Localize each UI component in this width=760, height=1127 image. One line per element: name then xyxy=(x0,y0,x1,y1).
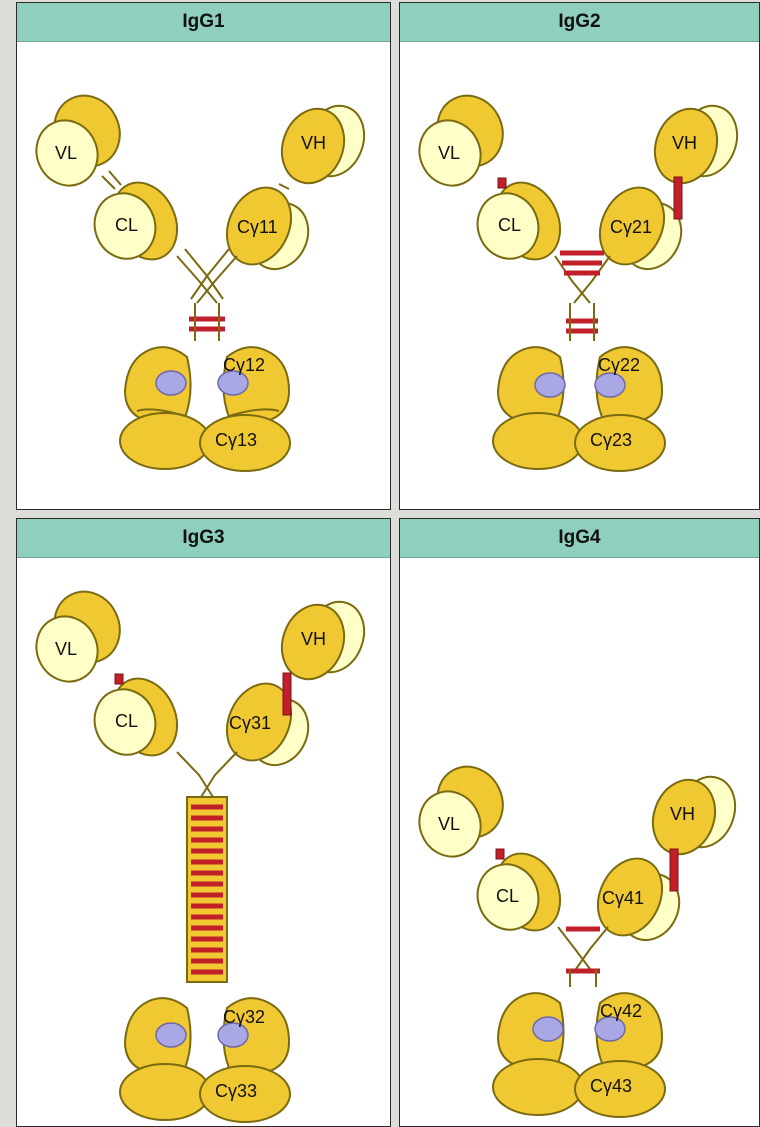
label-cl: CL xyxy=(496,886,519,906)
carbohydrate-left xyxy=(156,1023,186,1047)
hinge-region xyxy=(177,752,237,982)
ch3-domain-left xyxy=(493,413,583,469)
hinge-stalk xyxy=(187,797,227,982)
label-cl: CL xyxy=(115,215,138,235)
hinge-strand xyxy=(185,249,223,299)
label-vl: VL xyxy=(55,143,77,163)
fab-arm-left xyxy=(409,756,572,941)
ch3-domain-left xyxy=(120,413,210,469)
disulfide-bond xyxy=(674,177,682,219)
panel-title: IgG3 xyxy=(182,527,224,549)
label-ch3: Cγ43 xyxy=(590,1076,632,1096)
panel-header: IgG1 xyxy=(17,3,390,42)
label-ch2: Cγ12 xyxy=(223,355,265,375)
disulfide-bond xyxy=(496,849,504,859)
igg1-antibody-diagram: VL VH CL Cγ11 Cγ12 Cγ13 xyxy=(17,41,391,510)
fab-arm-left xyxy=(26,581,189,766)
panel-title: IgG1 xyxy=(182,11,224,33)
hinge-strand xyxy=(195,303,219,341)
igg3-antibody-diagram: VL VH CL Cγ31 Cγ32 Cγ33 xyxy=(17,557,391,1127)
panel-igg3: IgG3 xyxy=(16,518,391,1127)
fab-arm-left xyxy=(409,85,572,270)
label-ch2: Cγ32 xyxy=(223,1007,265,1027)
igg2-antibody-diagram: VL VH CL Cγ21 Cγ22 Cγ23 xyxy=(400,41,760,510)
hinge-strand xyxy=(191,249,229,299)
panel-title: IgG4 xyxy=(558,527,600,549)
label-ch3: Cγ13 xyxy=(215,430,257,450)
hinge-strand xyxy=(177,752,213,797)
disulfide-bond xyxy=(115,674,123,684)
hinge-strand xyxy=(576,927,608,969)
label-ch3: Cγ23 xyxy=(590,430,632,450)
disulfide-bond xyxy=(283,673,291,715)
panel-igg4: IgG4 xyxy=(399,518,760,1127)
igg4-antibody-diagram: VL VH CL Cγ41 Cγ42 Cγ43 xyxy=(400,557,760,1127)
carbohydrate-right xyxy=(595,373,625,397)
label-ch1: Cγ31 xyxy=(229,713,271,733)
panel-title: IgG2 xyxy=(558,11,600,33)
fab-arm-left xyxy=(26,85,189,270)
carbohydrate-left xyxy=(535,373,565,397)
label-vh: VH xyxy=(301,629,326,649)
disulfide-bond xyxy=(498,178,506,188)
ch3-domain-left xyxy=(120,1064,210,1120)
label-vh: VH xyxy=(672,133,697,153)
label-vl: VL xyxy=(438,143,460,163)
label-vl: VL xyxy=(55,639,77,659)
label-ch2: Cγ42 xyxy=(600,1001,642,1021)
hinge-strand xyxy=(201,752,237,797)
carbohydrate-left xyxy=(533,1017,563,1041)
label-cl: CL xyxy=(498,215,521,235)
label-vh: VH xyxy=(670,804,695,824)
panel-igg1: IgG1 xyxy=(16,2,391,510)
hinge-region xyxy=(177,249,237,341)
fab-arm-right xyxy=(586,769,745,950)
fab-arm-right xyxy=(215,98,374,279)
panel-igg2: IgG2 xyxy=(399,2,760,510)
label-ch1: Cγ21 xyxy=(610,217,652,237)
ch3-domain-left xyxy=(493,1059,583,1115)
label-ch2: Cγ22 xyxy=(598,355,640,375)
panel-header: IgG2 xyxy=(400,3,759,42)
hinge-strand xyxy=(558,927,590,969)
label-ch1: Cγ11 xyxy=(237,217,278,237)
panel-header: IgG3 xyxy=(17,519,390,558)
vh-ch1-link xyxy=(279,184,289,189)
panel-header: IgG4 xyxy=(400,519,759,558)
carbohydrate-left xyxy=(156,371,186,395)
label-ch1: Cγ41 xyxy=(602,888,644,908)
fab-arm-right xyxy=(215,594,374,775)
hinge-region xyxy=(555,253,610,341)
disulfide-bond xyxy=(670,849,678,891)
label-cl: CL xyxy=(115,711,138,731)
label-vl: VL xyxy=(438,814,460,834)
hinge-region xyxy=(558,927,608,987)
fab-arm-right xyxy=(588,98,747,279)
label-ch3: Cγ33 xyxy=(215,1081,257,1101)
label-vh: VH xyxy=(301,133,326,153)
vl-cl-link xyxy=(102,171,121,189)
